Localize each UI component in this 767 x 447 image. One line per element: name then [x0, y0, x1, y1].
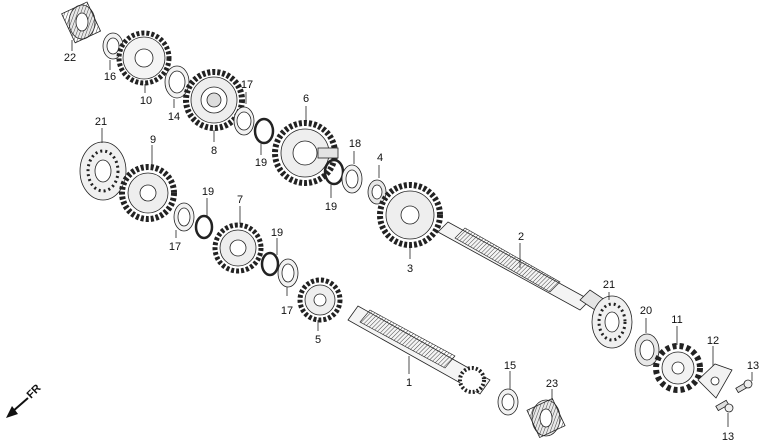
gear-9 — [119, 164, 177, 222]
circlip-19-c — [194, 214, 214, 240]
front-direction-indicator: FR — [6, 382, 44, 418]
circlip-19-d — [260, 251, 280, 277]
washer-15 — [497, 388, 519, 416]
label-19-b: 19 — [325, 201, 337, 213]
label-11: 11 — [671, 314, 682, 326]
ball-bearing-21-left — [79, 141, 127, 201]
label-6: 6 — [303, 93, 309, 105]
label-8: 8 — [211, 145, 217, 157]
circlip-19-a — [253, 117, 275, 145]
mainshaft-1 — [347, 305, 491, 395]
label-13-upper: 13 — [747, 360, 759, 372]
drive-sprocket-11 — [653, 343, 703, 393]
washer-14 — [164, 65, 190, 99]
oil-seal-20 — [634, 333, 660, 367]
gear-6 — [272, 120, 339, 186]
label-19-c: 19 — [202, 186, 214, 198]
label-21-right: 21 — [603, 279, 615, 291]
gear-5 — [297, 277, 343, 323]
gear-10 — [116, 30, 172, 86]
label-23: 23 — [546, 378, 558, 390]
label-22: 22 — [64, 52, 76, 64]
countershaft-2 — [437, 221, 606, 311]
label-5: 5 — [315, 334, 321, 346]
washer-17-top — [233, 106, 255, 136]
label-9: 9 — [150, 134, 156, 146]
label-12: 12 — [707, 335, 719, 347]
label-1: 1 — [406, 377, 412, 389]
gear-3 — [377, 182, 443, 248]
washer-18 — [341, 164, 363, 194]
ball-bearing-21-right — [591, 295, 633, 349]
bolt-13-lower — [715, 399, 734, 413]
label-13-lower: 13 — [722, 431, 734, 443]
gear-8 — [183, 69, 245, 131]
label-17-top: 17 — [241, 79, 253, 91]
retainer-plate-12 — [697, 363, 733, 399]
needle-bearing-23 — [526, 397, 566, 439]
collar-4 — [367, 179, 387, 205]
label-2: 2 — [518, 231, 524, 243]
washer-17-lower — [277, 258, 299, 288]
label-21-left: 21 — [95, 116, 107, 128]
arrow-icon — [6, 406, 18, 418]
label-14: 14 — [168, 111, 180, 123]
bolt-13-upper — [735, 379, 753, 394]
label-19-d: 19 — [271, 227, 283, 239]
label-7: 7 — [237, 194, 243, 206]
label-3: 3 — [407, 263, 413, 275]
thrust-washer-16 — [102, 32, 124, 60]
needle-bearing-22 — [61, 1, 102, 44]
label-19-a: 19 — [255, 157, 267, 169]
label-17-lower: 17 — [281, 305, 293, 317]
washer-17-mid — [173, 202, 195, 232]
label-17-mid: 17 — [169, 241, 181, 253]
label-16: 16 — [104, 71, 116, 83]
gear-7 — [212, 222, 264, 274]
label-15: 15 — [504, 360, 516, 372]
label-20: 20 — [640, 305, 652, 317]
label-18: 18 — [349, 138, 361, 150]
label-10: 10 — [140, 95, 152, 107]
label-4: 4 — [377, 152, 383, 164]
